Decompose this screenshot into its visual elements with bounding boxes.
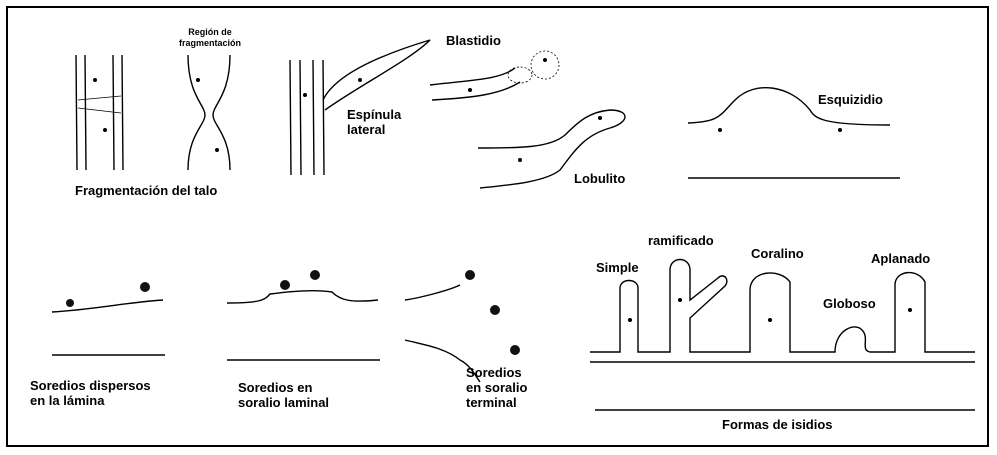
soredia-laminal <box>227 291 380 360</box>
fragmentation-region <box>188 55 230 170</box>
thallus-fragment-left <box>76 55 123 170</box>
label-soredios-laminal: Soredios en soralio laminal <box>238 380 329 410</box>
label-formas-isidios: Formas de isidios <box>722 417 833 432</box>
label-coralino: Coralino <box>751 246 804 261</box>
label-ramificado: ramificado <box>648 233 714 248</box>
label-esquizidio: Esquizidio <box>818 92 883 107</box>
isidia-forms <box>590 260 975 411</box>
blastidium <box>430 51 559 100</box>
soredia-clusters <box>66 270 520 355</box>
label-fragmentacion-talo: Fragmentación del talo <box>75 183 217 198</box>
soredia-dispersed <box>52 300 165 355</box>
label-simple: Simple <box>596 260 639 275</box>
label-soredios-terminal: Soredios en soralio terminal <box>466 365 527 410</box>
label-blastidio: Blastidio <box>446 33 501 48</box>
label-region-fragmentacion: Región de fragmentación <box>160 27 260 49</box>
label-soredios-dispersos: Soredios dispersos en la lámina <box>30 378 151 408</box>
label-lobulito: Lobulito <box>574 171 625 186</box>
label-aplanado: Aplanado <box>871 251 930 266</box>
label-espinula-lateral: Espínula lateral <box>347 107 401 137</box>
label-globoso: Globoso <box>823 296 876 311</box>
